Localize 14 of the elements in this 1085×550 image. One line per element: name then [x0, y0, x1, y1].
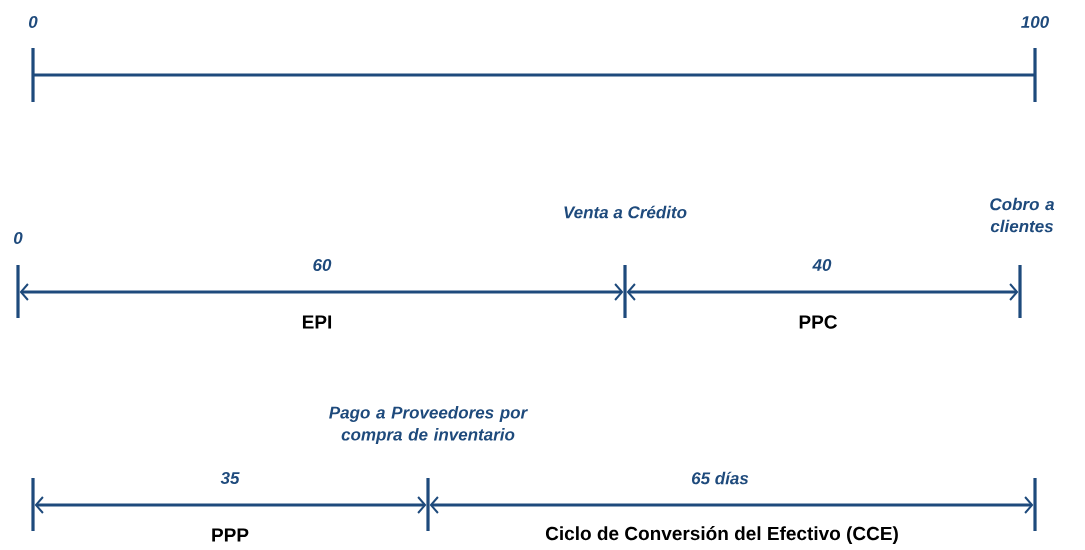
event-label: Cobro a clientes [990, 197, 1055, 233]
period-label: EPI [302, 315, 332, 329]
value-label: 0 [29, 16, 38, 28]
period-label: PPP [212, 528, 249, 542]
event-label: Venta a Crédito [564, 205, 687, 219]
value-label: 0 [14, 232, 23, 244]
value-label: 100 [1021, 16, 1049, 28]
period-label: Ciclo de Conversión del Efectivo (CCE) [545, 526, 898, 544]
value-label: 35 [220, 472, 240, 484]
value-label: 40 [812, 259, 832, 271]
value-label: 65 días [691, 471, 749, 485]
period-label: PPC [799, 315, 837, 329]
value-label: 60 [313, 259, 332, 271]
event-label: Pago a Proveedores por compra de inventario [329, 406, 528, 444]
